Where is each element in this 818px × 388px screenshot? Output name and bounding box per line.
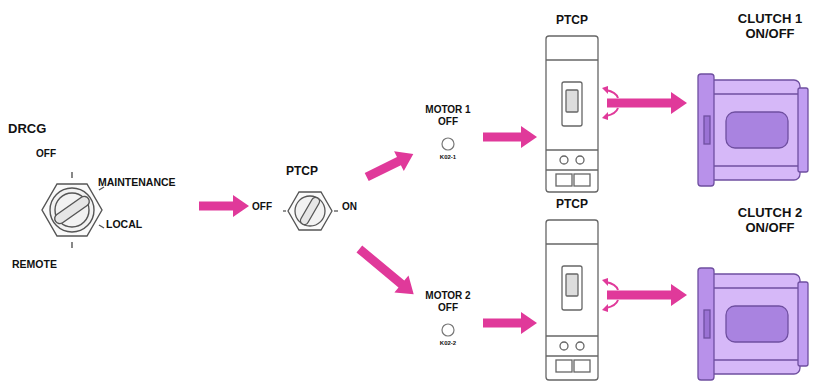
- node-label: MOTOR 2 OFF: [416, 290, 480, 313]
- flow-arrow: [365, 151, 414, 181]
- arrow-shape: [607, 284, 687, 306]
- flow-arrow: [483, 126, 537, 148]
- node-label: MOTOR 1 OFF: [416, 104, 480, 127]
- flow-arrow: [607, 92, 687, 114]
- arrow-shape: [483, 312, 537, 334]
- arrow-shape: [357, 246, 414, 295]
- arrow-shape: [607, 92, 687, 114]
- node-label: PTCP: [540, 198, 604, 212]
- node-label: K02-1: [416, 154, 480, 161]
- node-label: REMOTE: [12, 258, 57, 270]
- flow-arrow: [607, 284, 687, 306]
- clutch: CLUTCH 1 ON/OFF: [690, 12, 814, 192]
- node-label: LOCAL: [106, 218, 142, 230]
- rotary-switch: DRCG OFF MAINTENANCE LOCAL REMOTE: [6, 118, 196, 278]
- indicator-lamp: MOTOR 1 OFF K02-1: [416, 104, 480, 170]
- clutch-drawing: [698, 268, 808, 380]
- node-label: CLUTCH 2 ON/OFF: [730, 206, 810, 236]
- node-label: MAINTENANCE: [98, 176, 176, 188]
- clutch: CLUTCH 2 ON/OFF: [690, 206, 814, 384]
- flow-arrow: [483, 312, 537, 334]
- flow-arrow: [199, 195, 249, 217]
- circuit-breaker: PTCP: [540, 198, 604, 384]
- selector-switch: PTCP OFF ON: [252, 165, 364, 247]
- flow-arrow: [357, 246, 414, 295]
- arrow-shape: [199, 195, 249, 217]
- circuit-breaker: PTCP: [540, 14, 604, 198]
- node-label: OFF: [36, 148, 56, 160]
- arrow-shape: [483, 126, 537, 148]
- node-label: PTCP: [286, 165, 318, 179]
- node-label: OFF: [252, 201, 272, 213]
- rotation-arrows: [602, 86, 618, 312]
- node-label: PTCP: [540, 14, 604, 28]
- node-label: ON: [342, 201, 357, 213]
- rotary-switch: [42, 172, 104, 248]
- clutch-drawing: [698, 74, 808, 186]
- arrow-shape: [365, 151, 414, 181]
- indicator-lamp: MOTOR 2 OFF K02-2: [416, 290, 480, 356]
- node-label: CLUTCH 1 ON/OFF: [730, 12, 810, 42]
- selector-switch: [283, 192, 338, 230]
- node-label: K02-2: [416, 340, 480, 347]
- node-label: DRCG: [8, 122, 46, 137]
